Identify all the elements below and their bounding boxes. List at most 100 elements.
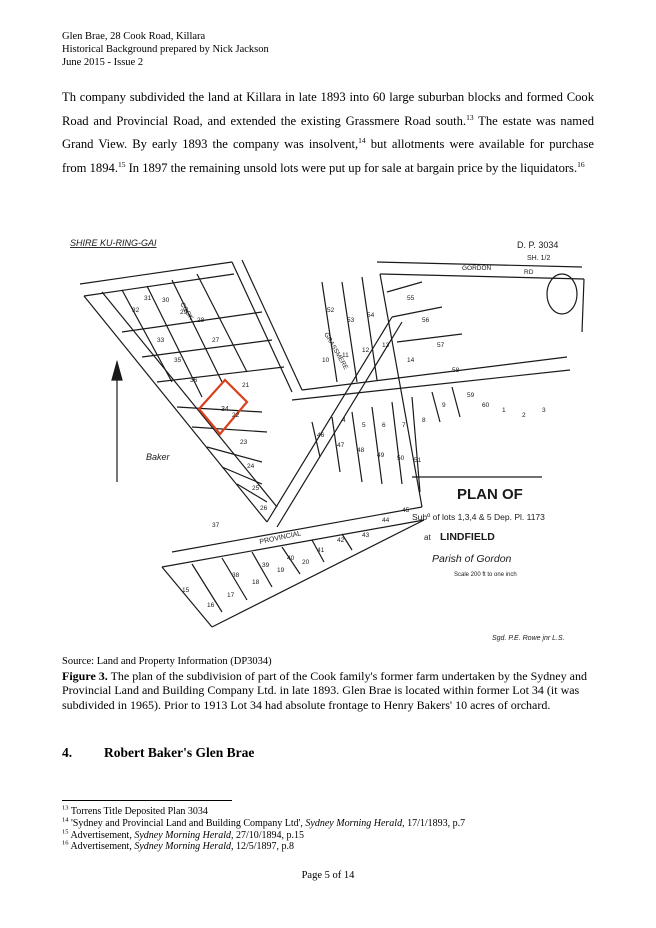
figure-caption: Figure 3. The plan of the subdivision of… (62, 669, 594, 712)
lot-number: 21 (242, 382, 250, 389)
lot-number: 10 (322, 357, 330, 364)
shire-label: SHIRE KU-RING-GAI (70, 238, 157, 248)
header-line-1: Glen Brae, 28 Cook Road, Killara (62, 31, 206, 42)
plan-scale: Scale 200 ft to one inch (454, 572, 517, 578)
lot-number: 19 (277, 567, 285, 574)
lot-number: 58 (452, 367, 460, 374)
lot-number: 45 (402, 507, 410, 514)
plan-at-word: at (424, 533, 431, 542)
lot-number: 46 (317, 432, 325, 439)
lot-number: 16 (207, 602, 215, 609)
lot-34-highlight[interactable] (197, 378, 249, 436)
lot-number: 1 (502, 407, 506, 414)
lot-number: 5 (362, 422, 366, 429)
footnote-detail: , 27/10/1894, p.15 (230, 829, 305, 841)
lot-number: 17 (227, 592, 235, 599)
lot-number: 14 (407, 357, 415, 364)
baker-label: Baker (146, 452, 171, 462)
lot-number: 35 (174, 357, 182, 364)
lot-number: 27 (212, 337, 220, 344)
lot-number: 20 (302, 559, 310, 566)
lot-number: 18 (252, 579, 260, 586)
lot-number: 36 (190, 377, 198, 384)
footnote-detail: , 12/5/1897, p.8 (230, 841, 295, 853)
lot-34-label: 34 (221, 406, 229, 413)
body-paragraph: Th company subdivided the land at Killar… (62, 86, 594, 180)
footnote-text: Torrens Title Deposited Plan 3034 (70, 806, 208, 817)
lot-number: 38 (232, 572, 240, 579)
paragraph-text-3: but allotments were available for purcha… (62, 137, 595, 175)
lot-number: 15 (182, 587, 190, 594)
paragraph-text-2: The estate was named Grand View. By earl… (62, 113, 594, 152)
footnote-ref-14[interactable]: 14 (358, 135, 366, 145)
footnote-separator (62, 800, 232, 801)
footnote-item: 13 Torrens Title Deposited Plan 3034 (62, 804, 465, 818)
lot-number: 26 (260, 505, 268, 512)
footnote-number: 16 (62, 840, 69, 848)
footnote-item: 15 Advertisement, Sydney Morning Herald,… (62, 828, 465, 842)
figure-source: Source: Land and Property Information (D… (62, 656, 272, 667)
plan-linework (79, 259, 585, 628)
lot-number: 52 (327, 307, 335, 314)
footnote-ref-13[interactable]: 13 (466, 112, 474, 122)
section-number: 4. (62, 745, 73, 760)
section-title: Robert Baker's Glen Brae (104, 745, 255, 760)
lot-number: 57 (437, 342, 445, 349)
dp-number-label: D. P. 3034 (517, 240, 558, 250)
gordon-road-abbrev: RD (524, 269, 534, 276)
footnote-text: 'Sydney and Provincial Land and Building… (71, 817, 306, 829)
lot-number: 3 (542, 407, 546, 414)
lot-number-labels: 2122232425262728293031323335363738394041… (132, 295, 546, 609)
lot-number: 29 (180, 309, 188, 316)
lot-number: 28 (197, 317, 205, 324)
footnote-text: Advertisement, (70, 829, 135, 841)
plan-parish: Parish of Gordon (432, 553, 512, 565)
footnote-ref-15[interactable]: 15 (117, 159, 126, 169)
footnote-source: Sydney Morning Herald (305, 817, 403, 829)
lot-number: 42 (337, 537, 345, 544)
footnote-text: Advertisement, (70, 841, 135, 853)
plan-surveyor: Sgd. P.E. Rowe jnr L.S. (492, 635, 565, 642)
page-header: Glen Brae, 28 Cook Road, Killara Histori… (62, 30, 269, 69)
paragraph-text-4: In 1897 the remaining unsold lots were p… (125, 160, 578, 175)
footnote-detail: , 17/1/1893, p.7 (402, 817, 466, 829)
lot-number: 23 (240, 439, 248, 446)
lot-number: 43 (362, 532, 370, 539)
lot-number: 22 (232, 412, 240, 419)
lot-number: 32 (132, 307, 140, 314)
lot-number: 11 (342, 352, 349, 359)
lot-number: 33 (157, 337, 165, 344)
lot-number: 12 (362, 347, 370, 354)
footnote-item: 14 'Sydney and Provincial Land and Build… (62, 817, 466, 830)
footnote-ref-16[interactable]: 16 (577, 159, 585, 169)
subdivision-plan-figure: 34 SHIRE KU-RING-GAI D. P. 3034 SH. 1/2 … (62, 222, 594, 654)
lot-number: 53 (347, 317, 355, 324)
lot-number: 51 (414, 457, 422, 464)
lot-number: 60 (482, 402, 490, 409)
lot-number: 37 (212, 522, 220, 529)
lot-number: 39 (262, 562, 270, 569)
lot-number: 8 (422, 417, 426, 424)
footnote-number: 15 (62, 828, 69, 836)
paragraph-text-1: Th company subdivided the land at Killar… (62, 90, 594, 128)
lot-number: 40 (287, 555, 295, 562)
lot-number: 30 (162, 297, 170, 304)
gordon-road-label: GORDON (462, 265, 492, 272)
plan-title: PLAN OF (457, 486, 523, 503)
lot-number: 50 (397, 455, 405, 462)
lot-number: 7 (402, 422, 406, 429)
lot-number: 6 (382, 422, 386, 429)
lot-number: 54 (367, 312, 375, 319)
figure-label: Figure 3. (62, 669, 108, 683)
page-footer: Page 5 of 14 (301, 870, 355, 881)
footnotes: 13 Torrens Title Deposited Plan 3034 14 … (62, 804, 466, 853)
plan-town: LINDFIELD (440, 531, 495, 543)
lot-number: 44 (382, 517, 390, 524)
lot-number: 2 (522, 412, 526, 419)
footnote-number: 13 (62, 804, 69, 812)
header-line-3: June 2015 - Issue 2 (62, 57, 144, 68)
lot-number: 13 (382, 342, 390, 349)
footnote-source: Sydney Morning Herald (134, 841, 231, 853)
lot-number: 48 (357, 447, 365, 454)
header-line-2: Historical Background prepared by Nick J… (62, 44, 269, 55)
